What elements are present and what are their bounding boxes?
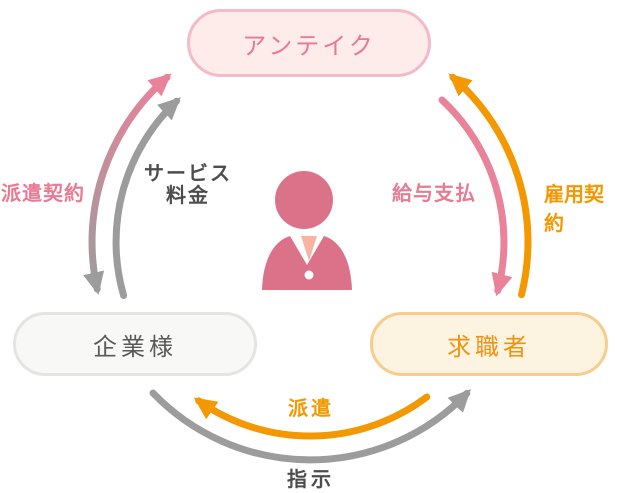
salary-payment-label: 給与支払 [392,183,476,205]
instructions-label: 指示 [287,469,335,491]
node-jobseeker-label: 求職者 [447,333,531,361]
employment-contract-arrow [448,73,532,299]
person-icon [262,171,352,290]
node-client: 企業様 [13,312,257,376]
node-anteiku-label: アンテイク [242,32,376,60]
service-fee-arrow [112,97,181,299]
service-fee-label: サービス 料金 [144,163,232,207]
dispatch-contract-label: 派遣契約 [1,183,85,205]
node-client-label: 企業様 [93,333,177,361]
dispatch-label: 派遣 [288,398,334,420]
node-jobseeker: 求職者 [370,312,608,376]
instructions-arrow [149,389,471,464]
employment-contract-label: 雇用契約 [544,184,604,235]
dispatch-contract-arrow [83,73,172,295]
node-anteiku: アンテイク [187,9,431,77]
salary-payment-arrow [438,96,513,297]
dispatch-arrow [193,393,431,440]
